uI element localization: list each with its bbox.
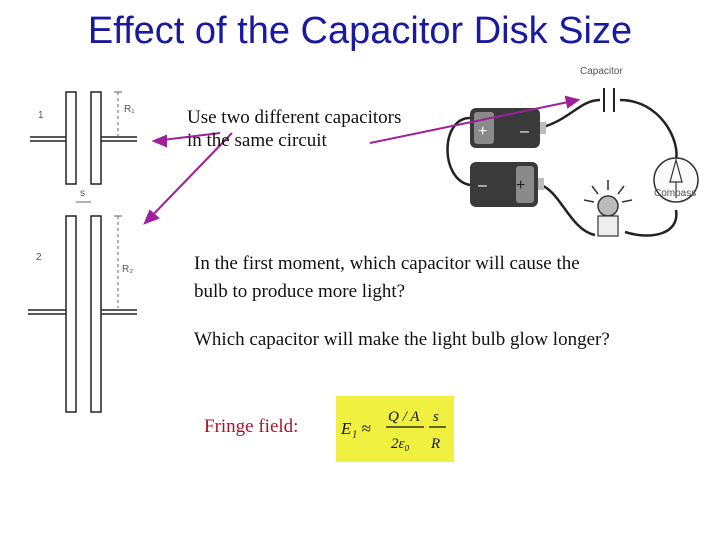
capacitors-note: Use two different capacitors in the same…	[187, 106, 401, 152]
svg-text:–: –	[478, 177, 487, 194]
fringe-field-formula: E₁ ≈ Q / A 2ε₀ s R	[336, 396, 454, 462]
question-1-line-2: bulb to produce more light?	[194, 281, 406, 302]
gap-s-label: s	[80, 188, 85, 199]
formula-lhs: E₁ ≈	[340, 419, 371, 438]
question-1-line-1: In the first moment, which capacitor wil…	[194, 253, 580, 274]
capacitor-symbol: Capacitor	[580, 66, 623, 112]
capacitors-note-line-1: Use two different capacitors	[187, 107, 402, 128]
pointer-arrows	[143, 95, 581, 225]
r1-label: R₁	[124, 104, 135, 115]
formula-numerator-1: Q / A	[388, 409, 420, 425]
question-glow-longer: Which capacitor will make the light bulb…	[194, 329, 610, 350]
question-first-moment: In the first moment, which capacitor wil…	[194, 250, 580, 306]
capacitor-1-number: 1	[38, 110, 44, 121]
slide-title: Effect of the Capacitor Disk Size	[87, 10, 633, 52]
compass-label: Compass	[654, 188, 696, 199]
r2-label: R₂	[122, 264, 133, 275]
compass-icon: Compass	[653, 157, 699, 203]
circuit-drawing: + – – + Capacitor Compass	[446, 66, 699, 237]
formula-denominator-1: 2ε₀	[391, 436, 410, 452]
svg-text:+: +	[478, 123, 487, 140]
capacitor-2-number: 2	[36, 252, 42, 263]
capacitor-label: Capacitor	[580, 66, 623, 77]
fringe-field-label: Fringe field:	[204, 416, 299, 437]
svg-text:+: +	[516, 177, 525, 194]
capacitors-note-line-2: in the same circuit	[187, 130, 327, 151]
formula-numerator-2: s	[433, 409, 439, 425]
capacitor-2-diagram: 2 R₂	[28, 215, 137, 413]
bulb-icon	[583, 180, 633, 237]
formula-denominator-2: R	[430, 436, 440, 452]
battery-bottom: – +	[470, 162, 544, 207]
svg-text:–: –	[520, 123, 529, 140]
capacitor-1-diagram: 1 R₁ s	[30, 91, 137, 203]
